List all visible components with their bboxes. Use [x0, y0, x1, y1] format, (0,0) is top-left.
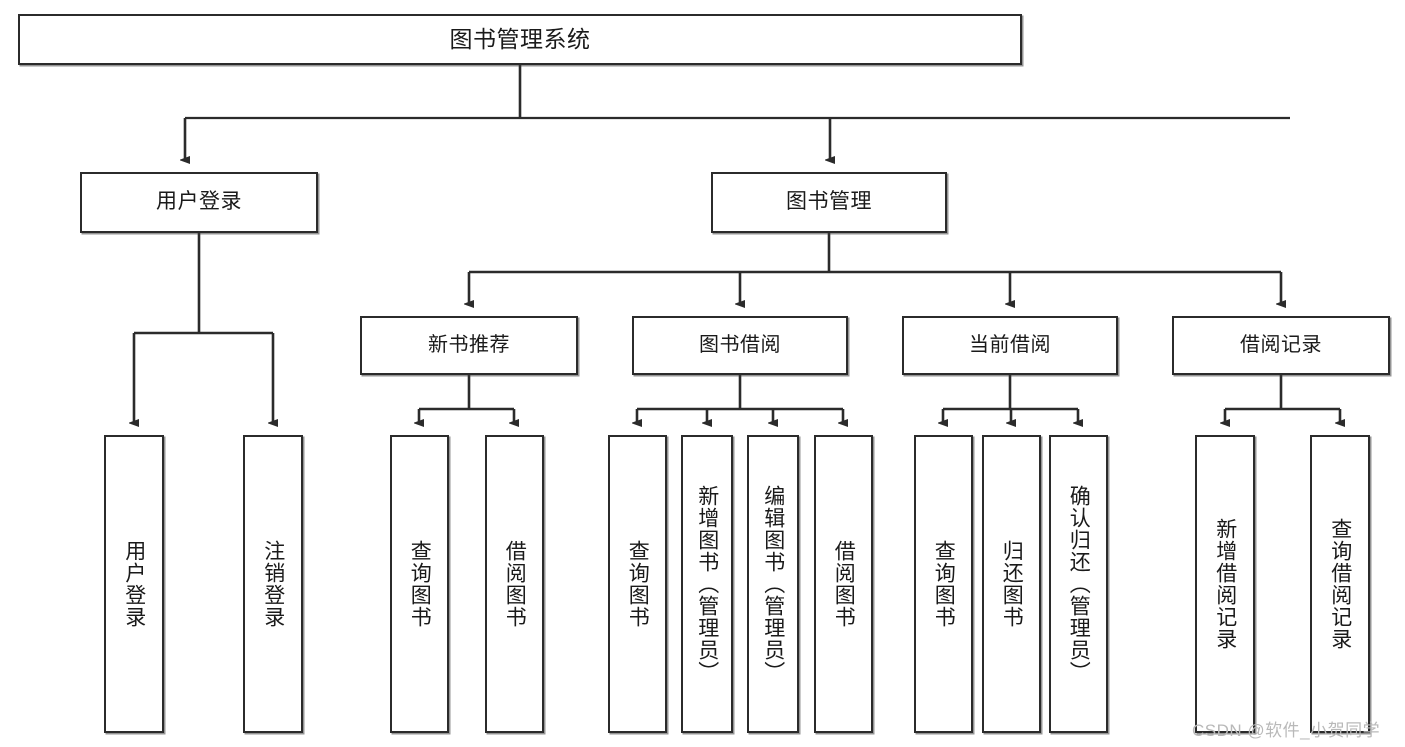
node-leaf-add-book-label: 新增图书（管理员） [695, 485, 719, 683]
node-leaf-add-book[interactable]: 新增图书（管理员） [681, 435, 733, 733]
node-leaf-logout-login[interactable]: 注销登录 [243, 435, 303, 733]
node-leaf-borrow-book-2-label: 借阅图书 [832, 540, 856, 628]
node-leaf-user-login[interactable]: 用户登录 [104, 435, 164, 733]
node-book-manage-label: 图书管理 [786, 190, 872, 214]
node-leaf-edit-book[interactable]: 编辑图书（管理员） [747, 435, 799, 733]
node-leaf-query-record-label: 查询借阅记录 [1328, 518, 1352, 650]
node-book-manage[interactable]: 图书管理 [711, 172, 947, 233]
csdn-watermark: CSDN @软件_小贺同学 [1192, 721, 1381, 740]
node-root[interactable]: 图书管理系统 [18, 14, 1022, 65]
node-borrow-record[interactable]: 借阅记录 [1172, 316, 1390, 375]
node-leaf-user-login-label: 用户登录 [122, 540, 146, 628]
node-leaf-query-book-1-label: 查询图书 [408, 540, 432, 628]
node-leaf-query-book-2[interactable]: 查询图书 [608, 435, 667, 733]
node-leaf-query-book-3-label: 查询图书 [932, 540, 956, 628]
node-leaf-borrow-book-1-label: 借阅图书 [503, 540, 527, 628]
node-leaf-borrow-book-2[interactable]: 借阅图书 [814, 435, 873, 733]
node-leaf-confirm-return[interactable]: 确认归还（管理员） [1049, 435, 1108, 733]
node-leaf-logout-login-label: 注销登录 [261, 540, 285, 628]
node-new-book-recommend-label: 新书推荐 [428, 333, 510, 356]
node-leaf-return-book-label: 归还图书 [1000, 540, 1024, 628]
node-leaf-add-record[interactable]: 新增借阅记录 [1195, 435, 1255, 733]
node-new-book-recommend[interactable]: 新书推荐 [360, 316, 578, 375]
node-leaf-return-book[interactable]: 归还图书 [982, 435, 1041, 733]
node-leaf-edit-book-label: 编辑图书（管理员） [761, 485, 785, 683]
node-current-borrow-label: 当前借阅 [969, 333, 1051, 356]
node-leaf-query-book-1[interactable]: 查询图书 [390, 435, 449, 733]
node-leaf-query-book-2-label: 查询图书 [626, 540, 650, 628]
node-leaf-query-record[interactable]: 查询借阅记录 [1310, 435, 1370, 733]
node-leaf-add-record-label: 新增借阅记录 [1213, 518, 1237, 650]
node-root-label: 图书管理系统 [449, 25, 591, 52]
node-current-borrow[interactable]: 当前借阅 [902, 316, 1118, 375]
node-leaf-confirm-return-label: 确认归还（管理员） [1067, 485, 1091, 683]
node-borrow-record-label: 借阅记录 [1240, 333, 1322, 356]
node-book-borrow[interactable]: 图书借阅 [632, 316, 848, 375]
node-leaf-borrow-book-1[interactable]: 借阅图书 [485, 435, 544, 733]
node-user-login-label: 用户登录 [156, 190, 242, 214]
node-leaf-query-book-3[interactable]: 查询图书 [914, 435, 973, 733]
node-user-login[interactable]: 用户登录 [80, 172, 318, 233]
node-book-borrow-label: 图书借阅 [699, 333, 781, 356]
